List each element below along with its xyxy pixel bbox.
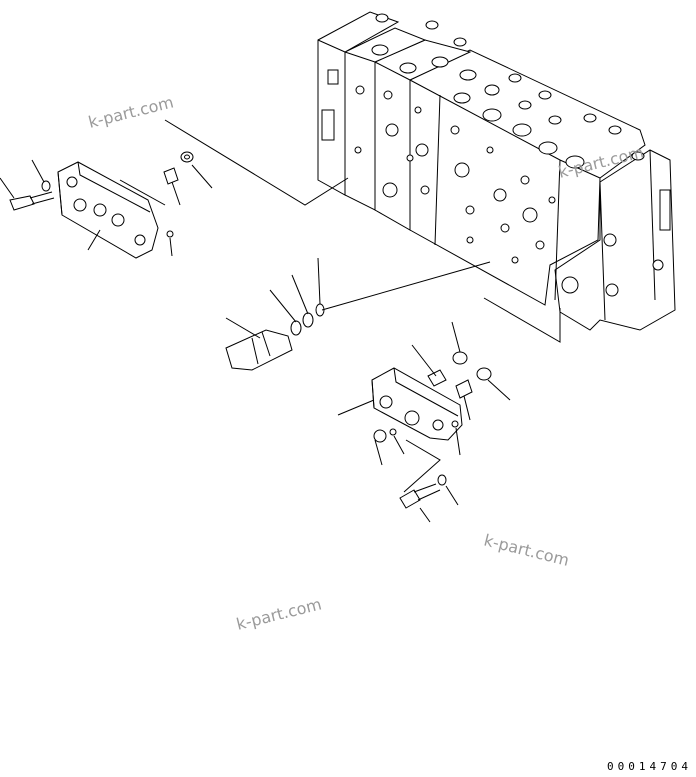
- watermark-text: k-part.com: [86, 92, 175, 132]
- watermark-text: k-part.com: [234, 594, 323, 634]
- relief-valve-assembly: [225, 257, 491, 371]
- lower-cover-assembly: [337, 297, 561, 523]
- watermark-text: k-part.com: [482, 530, 571, 570]
- main-valve-block: [317, 11, 676, 331]
- drawing-code: 00014704: [607, 760, 692, 773]
- upper-left-cover-assembly: [0, 119, 349, 259]
